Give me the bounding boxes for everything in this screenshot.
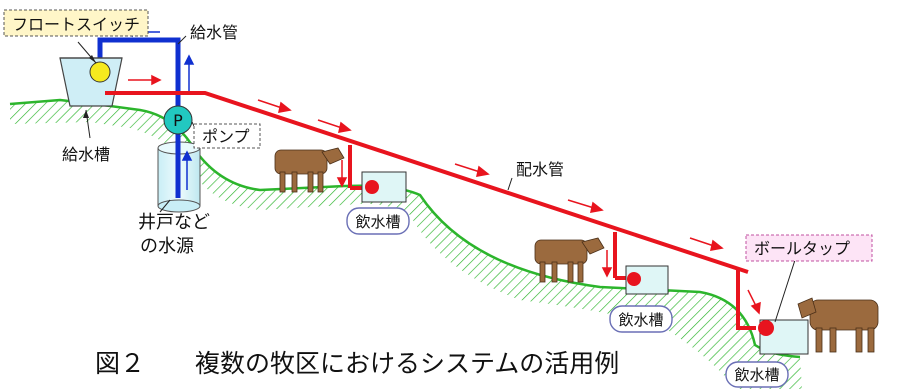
drinking-trough-1-label: 飲水槽 [355,213,400,231]
pump [163,105,193,135]
ball-tap-label-box [745,234,873,262]
float-switch-label-box [3,9,149,37]
water-source-label-line1: 井戸など [138,212,210,233]
supply-pipe [97,37,181,198]
drinking-trough-3-label-box [725,361,789,388]
supply-tank [59,57,123,107]
drinking-trough-1-label-box [346,207,410,235]
supply-tank-label: 給水槽 [62,145,110,164]
ground-hatch [10,100,802,389]
water-source-label-line2: の水源 [140,236,194,257]
distribution-pipe-label: 配水管 [516,160,564,179]
float-switch-ball [89,61,111,83]
cow-2 [534,237,605,283]
pump-label-box [193,123,261,149]
pump-symbol: P [173,111,183,130]
supply-pipe-label: 給水管 [190,23,238,42]
cow-3 [797,297,879,353]
drinking-trough-1 [361,171,407,203]
pump-label: ポンプ [202,127,250,146]
cow-1 [274,147,345,193]
ball-tap-label: ボールタップ [754,239,850,258]
drinking-trough-2-label-box [609,305,673,333]
distribution-flow-arrows [128,74,761,315]
drinking-trough-2-label: 飲水槽 [618,311,663,329]
figure-caption: 図２ 複数の牧区におけるシステムの活用例 [95,349,619,378]
float-switch-label: フロートスイッチ [12,15,140,34]
drinking-trough-2 [625,265,669,295]
drinking-trough-3 [758,319,809,355]
drinking-trough-3-label: 飲水槽 [734,366,779,384]
leader-arrowheads [83,55,96,118]
